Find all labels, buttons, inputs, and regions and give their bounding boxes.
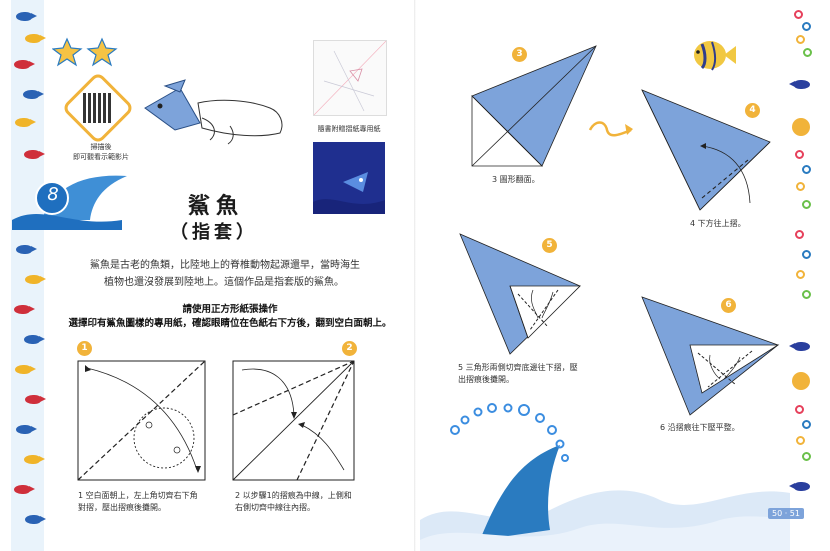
fish-icon [24, 150, 45, 159]
qr-code-frame[interactable] [61, 71, 135, 145]
fish-icon [16, 425, 37, 434]
qr-code-icon [83, 93, 113, 123]
fish-icon [794, 342, 810, 351]
bubble-icon [535, 413, 545, 423]
step-3-caption: 3 圖形翻面。 [492, 175, 540, 184]
shell-icon [792, 372, 810, 390]
fish-icon [25, 395, 46, 404]
ring-icon [802, 290, 811, 299]
step-6-diagram [641, 296, 780, 416]
left-fish-pattern-strip [11, 0, 46, 551]
step-2-diagram [232, 360, 355, 481]
shark-pattern-paper-photo [313, 142, 385, 214]
ring-icon [802, 200, 811, 209]
ring-icon [802, 250, 811, 259]
ring-icon [796, 182, 805, 191]
section-badge [12, 175, 127, 230]
step-3-diagram [471, 45, 597, 167]
step-5-diagram [459, 233, 581, 355]
fish-icon [25, 275, 46, 284]
instructions: 請使用正方形紙張操作 選擇印有鯊魚圖樣的專用紙，確認眼睛位在色紙右下方後，翻到空… [68, 304, 392, 329]
page-title: 鯊魚 [188, 193, 245, 219]
fish-icon [16, 245, 37, 254]
ring-icon [803, 48, 812, 57]
bubble-icon [503, 403, 513, 413]
flip-arrow-icon [588, 121, 633, 137]
step-6-badge: 6 [721, 298, 736, 313]
qr-caption: 掃描後 即可觀看示範影片 [73, 143, 129, 161]
book-spine [414, 0, 416, 551]
ring-icon [795, 405, 804, 414]
star-icon [52, 37, 83, 67]
page-subtitle: （指套） [170, 222, 258, 243]
paper-caption: 隨書附贈摺紙專用紙 [317, 125, 381, 133]
right-decoration-strip [790, 0, 816, 551]
step-4-badge: 4 [745, 103, 760, 118]
step-3-badge: 3 [512, 47, 527, 62]
ring-icon [796, 436, 805, 445]
ring-icon [795, 230, 804, 239]
fish-icon [25, 34, 46, 43]
fish-icon [25, 515, 46, 524]
fish-icon [14, 485, 35, 494]
step-6-caption: 6 沿摺痕往下壓平整。 [660, 423, 740, 432]
bubble-icon [555, 439, 565, 449]
ring-icon [802, 22, 811, 31]
fish-icon [14, 60, 35, 69]
shark-fin-icon [480, 445, 560, 540]
page-numbers: 50 · 51 [768, 508, 804, 519]
fish-icon [16, 12, 37, 21]
bubble-icon [450, 425, 460, 435]
fish-icon [14, 305, 35, 314]
star-icon [86, 37, 118, 67]
bubble-icon [473, 407, 483, 417]
bubble-icon [547, 425, 557, 435]
step-1-diagram [77, 360, 206, 481]
fish-icon [24, 455, 45, 464]
step-5-badge: 5 [542, 238, 557, 253]
fish-icon [794, 80, 810, 89]
folding-paper-crease-photo [313, 40, 387, 116]
step-4-diagram [641, 89, 771, 211]
fish-icon [15, 118, 36, 127]
step-4-caption: 4 下方往上摺。 [690, 219, 746, 228]
section-number: 8 [47, 184, 59, 205]
fish-icon [15, 365, 36, 374]
fish-icon [24, 335, 45, 344]
step-2-caption: 2 以步驟1的摺痕為中線，上側和 右側切齊中線往內摺。 [235, 491, 352, 512]
step-1-badge: 1 [77, 341, 92, 356]
ring-icon [796, 35, 805, 44]
bubble-icon [487, 403, 497, 413]
intro-paragraph: 鯊魚是古老的魚類，比陸地上的脊椎動物起源還早，當時海生 植物也還沒發展到陸地上。… [90, 260, 360, 288]
fish-icon [794, 482, 810, 491]
section-number-circle [35, 181, 69, 215]
step-5-caption: 5 三角形兩側切齊底邊往下摺，壓 出摺痕後攤開。 [458, 363, 578, 384]
bubble-icon [518, 404, 530, 416]
ring-icon [794, 10, 803, 19]
shell-icon [792, 118, 810, 136]
wave-shark-fin-scene [420, 403, 800, 551]
fish-icon [23, 90, 44, 99]
ring-icon [802, 420, 811, 429]
bubble-icon [561, 454, 569, 462]
ring-icon [796, 270, 805, 279]
ring-icon [795, 150, 804, 159]
step-1-caption: 1 空白面朝上，左上角切齊右下角 對摺，壓出摺痕後攤開。 [78, 491, 198, 512]
tropical-fish-icon [694, 41, 736, 71]
wave-icon [12, 213, 122, 230]
step-2-badge: 2 [342, 341, 357, 356]
ring-icon [802, 165, 811, 174]
ring-icon [802, 452, 811, 461]
shark-finger-puppet-illustration [144, 79, 283, 145]
bubble-icon [460, 415, 470, 425]
star-decoration [52, 37, 118, 67]
